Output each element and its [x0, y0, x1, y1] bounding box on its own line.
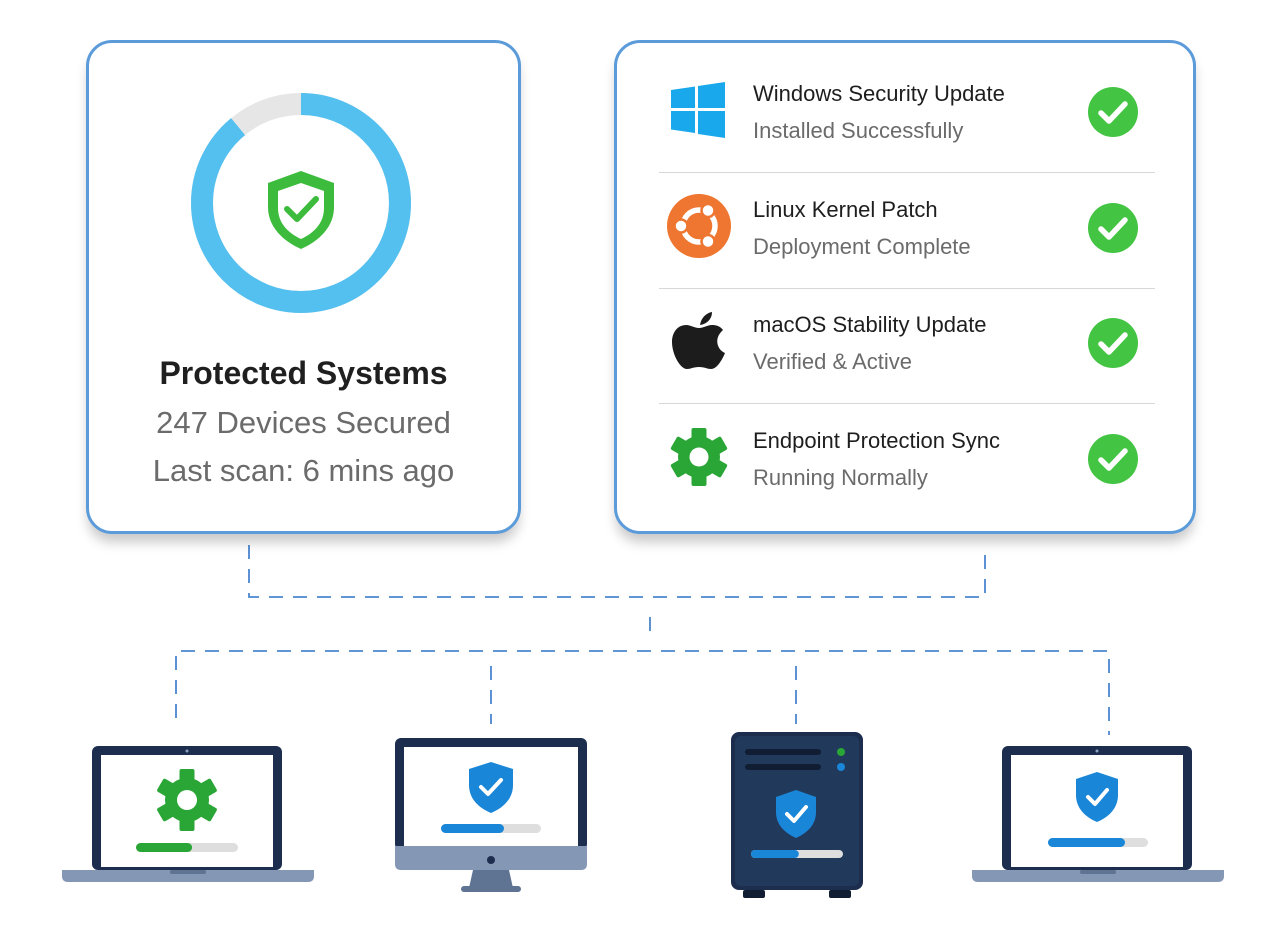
update-row-linux: Linux Kernel Patch Deployment Complete: [659, 172, 1155, 289]
shield-check-icon: [1076, 772, 1118, 822]
gear-icon: [670, 428, 728, 486]
update-status: Verified & Active: [753, 349, 912, 374]
progress-fill: [441, 824, 504, 833]
protection-ring: [191, 93, 411, 313]
check-icon: [1088, 434, 1138, 484]
update-status: Deployment Complete: [753, 234, 971, 259]
laptop-device: [62, 746, 314, 882]
update-status: Running Normally: [753, 465, 928, 490]
progress-fill: [1048, 838, 1125, 847]
connector-bus: [175, 650, 1110, 735]
ubuntu-logo-icon: [667, 194, 731, 258]
devices-secured-count: 247 Devices Secured: [156, 405, 451, 440]
shield-check-icon: [469, 762, 513, 813]
update-row-macos: macOS Stability Update Verified & Active: [659, 287, 1155, 404]
laptop-device: [972, 746, 1224, 882]
last-scan-time: Last scan: 6 mins ago: [152, 453, 455, 488]
update-title: Linux Kernel Patch: [753, 197, 938, 222]
check-icon: [1088, 87, 1138, 137]
shield-check-icon: [268, 171, 334, 249]
update-title: macOS Stability Update: [753, 312, 987, 337]
status-title: Protected Systems: [159, 355, 448, 391]
update-title: Windows Security Update: [753, 81, 1005, 106]
protected-systems-card: Protected Systems 247 Devices Secured La…: [86, 40, 521, 534]
update-status: Installed Successfully: [753, 118, 964, 143]
connector-status-card: [248, 545, 986, 598]
check-icon: [1088, 318, 1138, 368]
desktop-monitor-device: [395, 738, 587, 892]
progress-fill: [136, 843, 193, 852]
check-icon: [1088, 203, 1138, 253]
shield-check-icon: [776, 790, 816, 838]
update-row-windows: Windows Security Update Installed Succes…: [659, 56, 1155, 173]
update-title: Endpoint Protection Sync: [753, 428, 1001, 453]
update-row-endpoint: Endpoint Protection Sync Running Normall…: [659, 403, 1155, 519]
progress-fill: [751, 850, 799, 858]
windows-logo-icon: [671, 82, 725, 138]
updates-card: Windows Security Update Installed Succes…: [614, 40, 1196, 534]
protection-ring-progress: [191, 93, 411, 313]
gear-icon: [157, 769, 217, 831]
server-device: [731, 732, 863, 898]
apple-logo-icon: [672, 312, 725, 369]
